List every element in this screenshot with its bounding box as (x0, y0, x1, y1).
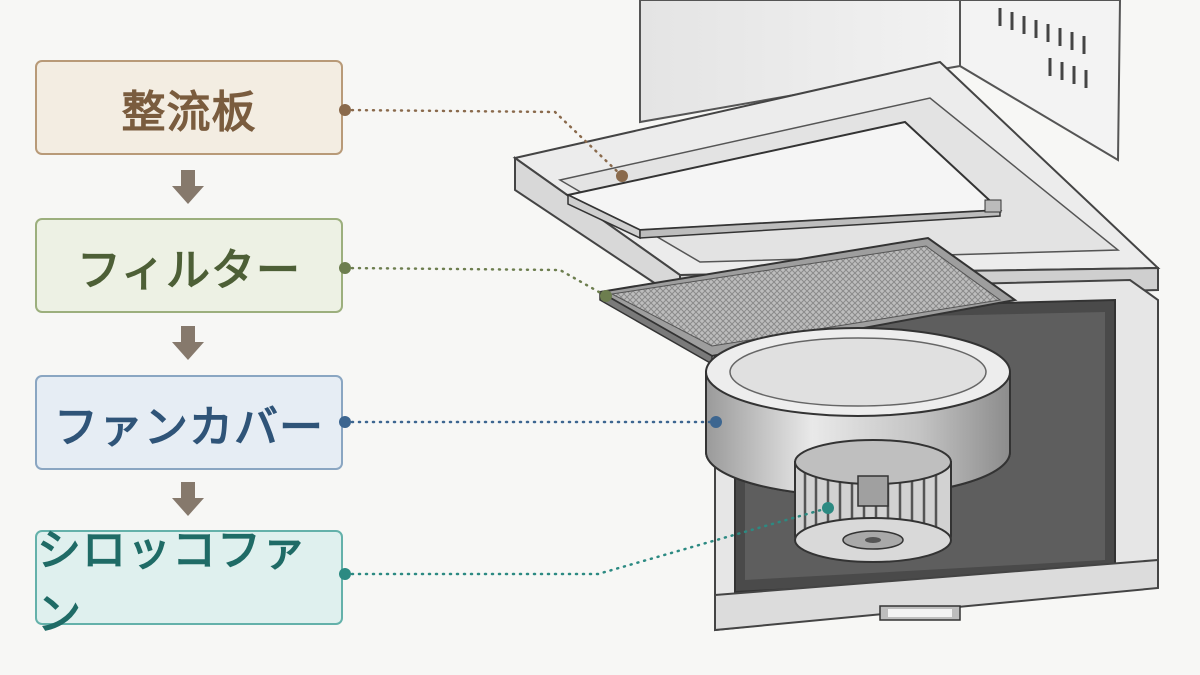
grease-filter (597, 236, 1018, 366)
leader-line-sirocco-fan (343, 506, 830, 576)
leader-line-flow-plate (343, 108, 624, 178)
label-sirocco-fan: シロッコファン (35, 525, 343, 640)
down-arrow-icon (172, 326, 204, 360)
label-filter: フィルター (35, 218, 343, 313)
label-filter-text: フィルター (76, 244, 302, 296)
leader-dot-fan-cover (339, 416, 351, 428)
label-flow-plate: 整流板 (35, 60, 343, 155)
leader-dot-flow-plate (339, 104, 351, 116)
leader-dot-filter (339, 262, 351, 274)
down-arrow-icon (172, 482, 204, 516)
label-sirocco-fan-text: シロッコファン (37, 524, 307, 640)
label-fan-cover: ファンカバー (35, 375, 343, 470)
leader-dot-flow-plate-target (616, 170, 628, 182)
leader-line-filter (343, 266, 608, 298)
down-arrow-icon (172, 170, 204, 204)
flow-plate (564, 120, 1003, 240)
label-flow-plate-text: 整流板 (121, 86, 257, 138)
leader-dot-sirocco-fan-target (822, 502, 834, 514)
label-fan-cover-text: ファンカバー (54, 401, 324, 453)
leader-dot-filter-target (600, 290, 612, 302)
leader-dot-fan-cover-target (710, 416, 722, 428)
chimney-duct (639, 0, 1122, 162)
sirocco-fan (794, 439, 952, 563)
leader-dot-sirocco-fan (339, 568, 351, 580)
